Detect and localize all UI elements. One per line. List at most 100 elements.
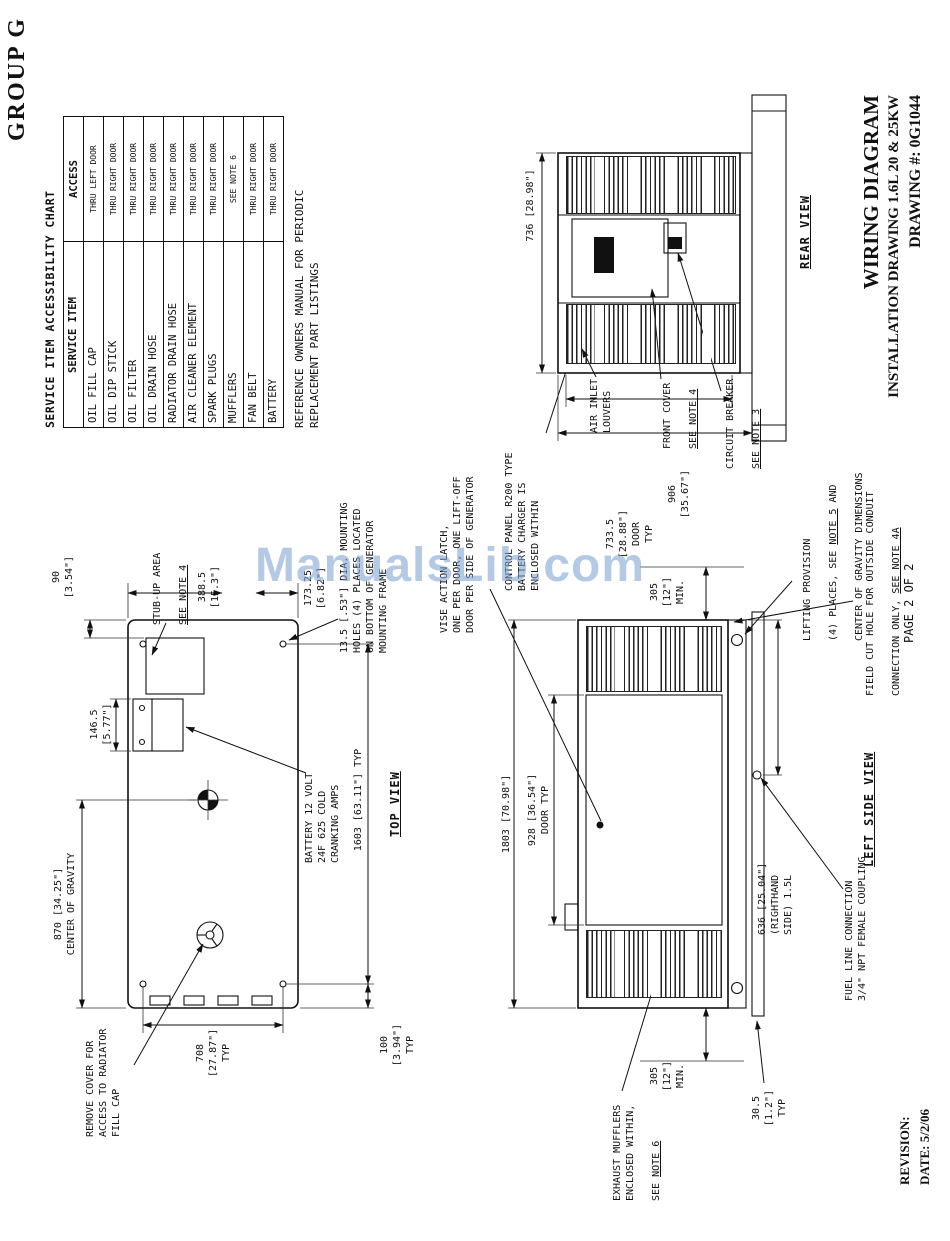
side-view-left-louver-band [586,930,722,998]
dim-388: 388.5 [15.3"] [197,565,221,609]
front-cover-note-ref: SEE NOTE 4 [688,388,699,449]
chart-header-row: SERVICE ITEM ACCESS [64,117,83,427]
chart-cell-access: THRU RIGHT DOOR [209,142,218,216]
rear-view-right-louver-band [566,156,736,214]
circuit-breaker-line1: CIRCUIT BREAKER [725,378,736,469]
dim-636-fuel-location: 636 [25.04"] (RIGHTHAND SIDE) 1.5L [757,862,794,935]
chart-header-access: ACCESS [68,160,80,198]
table-row: RADIATOR DRAIN HOSE THRU RIGHT DOOR [163,117,183,427]
dim-708: 708 [27.87"] TYP [195,1028,232,1077]
dim-1803: 1803 [70.98"] [501,774,512,854]
table-row: SPARK PLUGS THRU RIGHT DOOR [203,117,223,427]
chart-header-item: SERVICE ITEM [64,241,83,427]
dim-870-center-of-gravity: 870 [34.25"] CENTER OF GRAVITY [53,852,77,956]
chart-cell-access: THRU RIGHT DOOR [169,142,178,216]
chart-cell-access: THRU RIGHT DOOR [149,142,158,216]
chart-cell-item: SPARK PLUGS [204,241,223,427]
field-cut-hole-note: FIELD CUT HOLE FOR OUTSIDE CONDUIT CONNE… [851,491,916,696]
title-block-wiring-diagram: WIRING DIAGRAM [859,95,883,290]
front-cover-note: FRONT COVER SEE NOTE 4 [648,383,713,449]
exhaust-note-line: SEE NOTE 6 [650,1105,663,1201]
chart-cell-access: THRU RIGHT DOOR [269,142,278,216]
left-side-view-outline [564,611,765,1017]
date-label: DATE: 5/2/06 [917,1109,932,1185]
field-cut-line1: FIELD CUT HOLE FOR OUTSIDE CONDUIT [865,491,876,696]
left-side-view-title: LEFT SIDE VIEW [862,751,876,867]
stub-up-note-ref: SEE NOTE 4 [178,564,189,625]
lifting-line2: (4) PLACES, SEE NOTE 5 AND [827,472,840,641]
vise-action-latch-note: VISE ACTION LATCH, ONE PER DOOR, ONE LIF… [439,476,476,633]
chart-cell-item: BATTERY [264,241,283,427]
radiator-cap-symbol [196,921,224,949]
center-of-gravity-symbol [188,780,228,820]
dim-906: 906 [35.67"] [667,469,691,519]
air-inlet-louvers-note: AIR INLET LOUVERS [589,378,613,433]
dim-733: 733.5 [28.88"] DOOR TYP [605,509,655,559]
group-heading: GROUP G [4,16,30,141]
table-row: FAN BELT THRU RIGHT DOOR [243,117,263,427]
title-block-installation-drawing: INSTALLATION DRAWING 1.6L 20 & 25KW [886,95,902,398]
table-row: OIL DRAIN HOSE THRU RIGHT DOOR [143,117,163,427]
table-row: OIL DIP STICK THRU RIGHT DOOR [103,117,123,427]
chart-cell-access: THRU RIGHT DOOR [249,142,258,216]
circuit-breaker-note: CIRCUIT BREAKER SEE NOTE 3 [711,379,776,469]
dim-1603: 1603 [63.11"] TYP [353,748,364,852]
circuit-breaker-note-ref: SEE NOTE 3 [751,408,762,469]
chart-title: SERVICE ITEM ACCESSIBILITY CHART [43,190,57,428]
top-view-dimension-lines [76,583,374,1033]
rear-view-title: REAR VIEW [798,194,812,269]
dim-173: 173.25 [6.82"] [303,566,327,610]
dim-146: 146.5 [5.77"] [89,703,113,746]
chart-cell-access: SEE NOTE 6 [229,154,238,204]
table-row: BATTERY THRU RIGHT DOOR [263,117,283,427]
chart-cell-item: RADIATOR DRAIN HOSE [164,241,183,427]
chart-cell-access: THRU RIGHT DOOR [109,142,118,216]
chart-cell-item: AIR CLEANER ELEMENT [184,241,203,427]
top-view-outline [127,619,299,1009]
rear-view-dimension-lines [536,152,753,441]
mounting-holes-note: 13.5 [.53"] DIA. MOUNTING HOLES (4) PLAC… [339,502,389,653]
lifting-line2c: AND [828,484,839,509]
chart-cell-access: THRU RIGHT DOOR [189,142,198,216]
battery-outline [132,698,184,752]
dim-928: 928 [36.54"] DOOR TYP [527,773,551,847]
chart-cell-item: FAN BELT [244,241,263,427]
chart-footnote: REFERENCE OWNERS MANUAL FOR PERIODIC REP… [293,189,321,428]
dim-736: 736 [28.98"] [525,169,536,242]
dim-90: 90 [3.54"] [51,555,75,599]
lifting-line1: LIFTING PROVISION [802,538,813,641]
lifting-line2a: (4) PLACES, SEE [828,544,839,641]
chart-cell-item: MUFFLERS [224,241,243,427]
exhaust-lines: EXHAUST MUFFLERS ENCLOSED WITHIN, [612,1104,636,1201]
control-panel-note: CONTROL PANEL R200 TYPE BATTERY CHARGER … [504,452,541,591]
title-block-drawing-number: DRAWING #: 0G1044 [907,95,924,248]
revision-label: REVISION: [897,1116,912,1185]
chart-cell-item: OIL DIP STICK [104,241,123,427]
fuel-line-connection-note: FUEL LINE CONNECTION 3/4" NPT FEMALE COU… [844,856,868,1002]
table-row: MUFFLERS SEE NOTE 6 [223,117,243,427]
chart-cell-item: OIL FILL CAP [84,241,103,427]
field-cut-line2: CONNECTION ONLY, SEE NOTE 4A [890,491,903,696]
top-view-title: TOP VIEW [388,771,402,837]
battery-note: BATTERY 12 VOLT 24F 625 COLD CRANKING AM… [304,772,341,863]
chart-cell-access: THRU RIGHT DOOR [129,142,138,216]
stub-up-area-outline [145,637,205,695]
dim-305-right: 305 [12"] MIN. [649,576,686,608]
exhaust-note-ref: NOTE 6 [651,1140,662,1177]
table-row: AIR CLEANER ELEMENT THRU RIGHT DOOR [183,117,203,427]
dim-30: 30.5 [1.2"] TYP [751,1089,788,1127]
dim-305-left: 305 [12"] MIN. [649,1060,686,1092]
field-cut-line2a: CONNECTION ONLY, [891,593,902,696]
exhaust-see: SEE [651,1176,662,1201]
side-view-right-louver-band [586,626,722,692]
exhaust-mufflers-note: EXHAUST MUFFLERS ENCLOSED WITHIN, SEE NO… [598,1105,676,1201]
left-side-view-dimension-lines [508,566,782,1084]
dim-100: 100 [3.94"] TYP [379,1023,416,1067]
field-cut-note-ref: SEE NOTE 4A [891,527,902,594]
chart-cell-item: OIL DRAIN HOSE [144,241,163,427]
